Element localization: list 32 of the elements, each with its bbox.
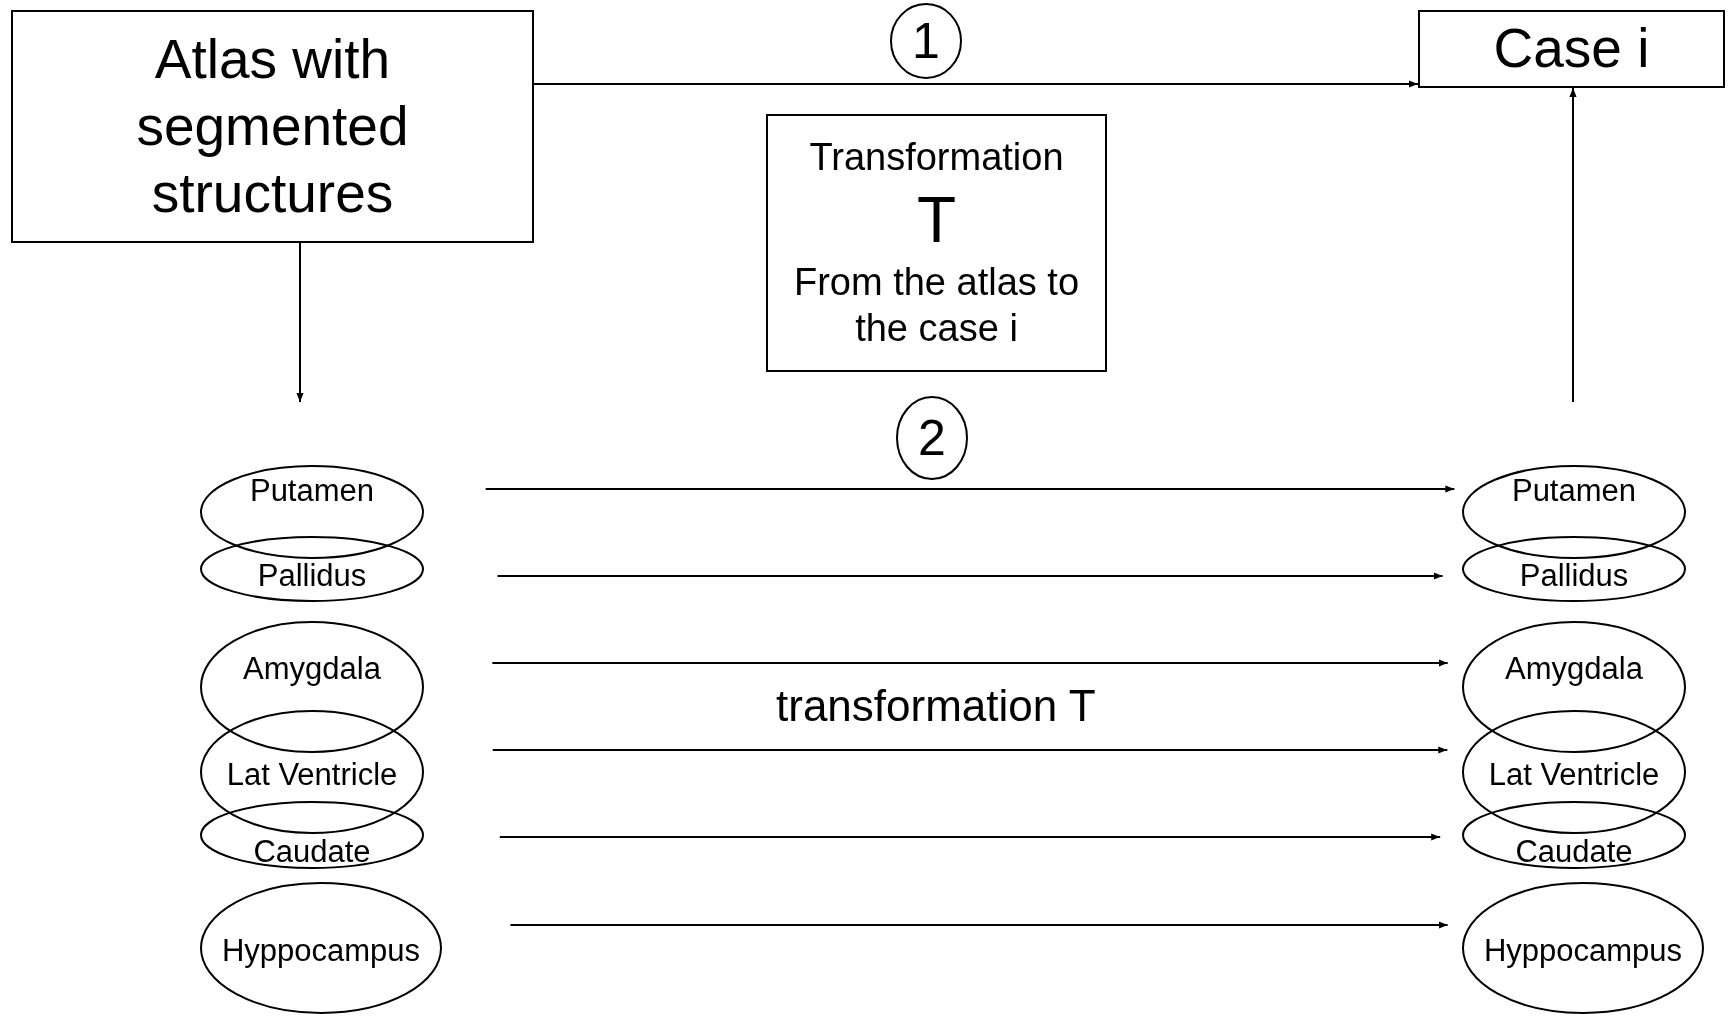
structure-label: Hyppocampus (1483, 934, 1683, 966)
box-text: From the atlas to the case i (792, 259, 1081, 352)
arrow (533, 80, 1419, 88)
structure-label: Lat Ventricle (1488, 758, 1660, 790)
box-title: Case i (1493, 16, 1650, 82)
arrow (484, 485, 1456, 493)
structure-label: Hyppocampus (221, 934, 421, 966)
structure-label: Amygdala (243, 652, 381, 684)
arrow (509, 921, 1449, 929)
arrow (496, 572, 1444, 580)
transformation-label: transformation T (776, 681, 1096, 731)
structure-label: Pallidus (1519, 559, 1629, 591)
process-box (766, 114, 1107, 372)
structure-label: Amygdala (1505, 652, 1643, 684)
structure-label: Caudate (1515, 835, 1633, 867)
structure-label: Caudate (253, 835, 371, 867)
process-box (1418, 10, 1725, 88)
arrow (1569, 87, 1577, 403)
structure-label: Putamen (249, 474, 375, 506)
step-number: 2 (918, 413, 946, 463)
arrow (498, 833, 1442, 841)
structure-label: Lat Ventricle (226, 758, 398, 790)
arrow (296, 242, 304, 403)
step-number: 1 (912, 16, 940, 66)
arrow (491, 746, 1449, 754)
box-title: Atlas with segmented structures (135, 26, 410, 227)
structure-label: Pallidus (257, 559, 367, 591)
box-heading: Transformation (809, 135, 1064, 181)
process-box (11, 10, 534, 243)
transform-symbol: T (916, 182, 957, 258)
arrow (491, 659, 1449, 667)
structure-label: Putamen (1511, 474, 1637, 506)
